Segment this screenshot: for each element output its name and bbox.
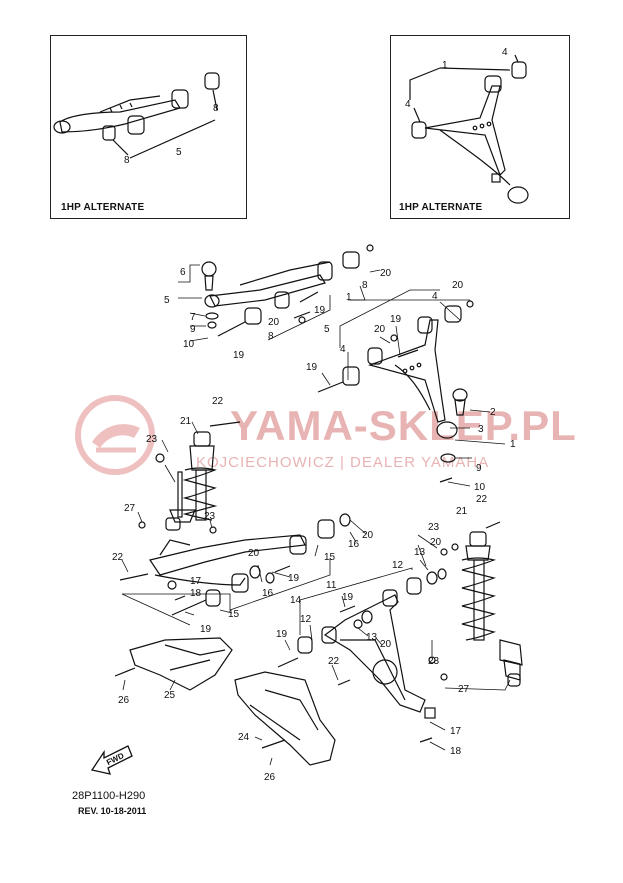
callout-7: 7	[190, 312, 196, 323]
right-shock-absorber	[440, 521, 523, 687]
callout-8: 8	[362, 280, 368, 291]
diagram-code: 28P1100-H290	[72, 790, 146, 802]
inset-right-arm	[409, 54, 529, 204]
callout-23: 23	[428, 522, 440, 533]
callout-8: 8	[124, 155, 130, 166]
callout-20: 20	[380, 268, 392, 279]
callout-20: 20	[380, 639, 392, 650]
callout-19: 19	[276, 629, 288, 640]
callout-20: 20	[248, 548, 260, 559]
callout-23: 23	[146, 434, 158, 445]
callout-13: 13	[414, 547, 426, 558]
callout-26: 26	[264, 772, 276, 783]
callout-4: 4	[405, 99, 411, 110]
callout-3: 3	[478, 424, 484, 435]
callout-6: 6	[180, 267, 186, 278]
callout-4: 4	[502, 47, 508, 58]
upper-right-arm	[317, 300, 474, 483]
callout-19: 19	[200, 624, 212, 635]
callout-numbers: 8 8 5 1 4 4 6 5 7 9 10 19 8 20 19 5 8 20…	[112, 47, 516, 783]
leader-lines	[121, 264, 511, 766]
callout-21: 21	[456, 506, 468, 517]
callout-2: 2	[490, 407, 496, 418]
callout-18: 18	[450, 746, 462, 757]
callout-10: 10	[183, 339, 195, 350]
callout-4: 4	[340, 344, 346, 355]
callout-27: 27	[458, 684, 470, 695]
watermark-tagline: KOJCIECHOWICZ | DEALER YAMAHA	[196, 454, 490, 471]
callout-23: 23	[204, 511, 216, 522]
callout-12: 12	[392, 560, 404, 571]
inset-left-arm	[53, 72, 220, 159]
callout-11: 11	[326, 580, 337, 591]
callout-22: 22	[476, 494, 488, 505]
callout-19: 19	[306, 362, 318, 373]
callout-5: 5	[324, 324, 330, 335]
callout-22: 22	[212, 396, 224, 407]
callout-19: 19	[314, 305, 326, 316]
callout-10: 10	[474, 482, 486, 493]
callout-20: 20	[268, 317, 280, 328]
callout-22: 22	[328, 656, 340, 667]
left-shock-absorber	[155, 421, 241, 531]
callout-22: 22	[112, 552, 124, 563]
callout-12: 12	[300, 614, 312, 625]
callout-18: 18	[190, 588, 202, 599]
callout-13: 13	[366, 632, 378, 643]
revision-date: REV. 10-18-2011	[78, 806, 147, 816]
callout-1: 1	[442, 60, 448, 71]
callout-19: 19	[342, 592, 354, 603]
callout-19: 19	[288, 573, 300, 584]
callout-20: 20	[430, 537, 442, 548]
callout-9: 9	[190, 324, 196, 335]
guard-right	[234, 671, 336, 766]
callout-19: 19	[233, 350, 245, 361]
watermark-brand: YAMA-SKLEP.PL	[230, 402, 577, 449]
callout-15: 15	[228, 609, 240, 620]
callout-25: 25	[164, 690, 176, 701]
callout-9: 9	[476, 463, 482, 474]
callout-19: 19	[390, 314, 402, 325]
inset-box-left: 1HP ALTERNATE	[50, 35, 247, 219]
callout-5: 5	[164, 295, 170, 306]
guard-left	[114, 637, 233, 691]
callout-4: 4	[432, 291, 438, 302]
watermark-logo-icon	[75, 395, 155, 475]
callout-20: 20	[362, 530, 374, 541]
callout-20: 20	[374, 324, 386, 335]
callout-1: 1	[510, 439, 516, 450]
callout-20: 20	[452, 280, 464, 291]
fwd-arrow-icon: FWD	[90, 745, 133, 775]
callout-21: 21	[180, 416, 192, 427]
inset-label-left: 1HP ALTERNATE	[61, 202, 145, 213]
lower-left-arm	[119, 513, 351, 616]
callout-27: 27	[124, 503, 136, 514]
callout-26: 26	[118, 695, 130, 706]
callout-17: 17	[190, 576, 202, 587]
callout-5: 5	[176, 147, 182, 158]
lower-right-arm	[277, 568, 448, 743]
callout-14: 14	[290, 595, 302, 606]
callout-16: 16	[348, 539, 360, 550]
callout-15: 15	[324, 552, 336, 563]
callout-17: 17	[450, 726, 462, 737]
upper-left-arm	[201, 244, 374, 337]
callout-8: 8	[213, 103, 219, 114]
inset-label-right: 1HP ALTERNATE	[399, 202, 483, 213]
callout-24: 24	[238, 732, 250, 743]
callout-8: 8	[268, 331, 274, 342]
callout-1: 1	[346, 292, 352, 303]
callout-23: 23	[428, 656, 440, 667]
callout-16: 16	[262, 588, 274, 599]
